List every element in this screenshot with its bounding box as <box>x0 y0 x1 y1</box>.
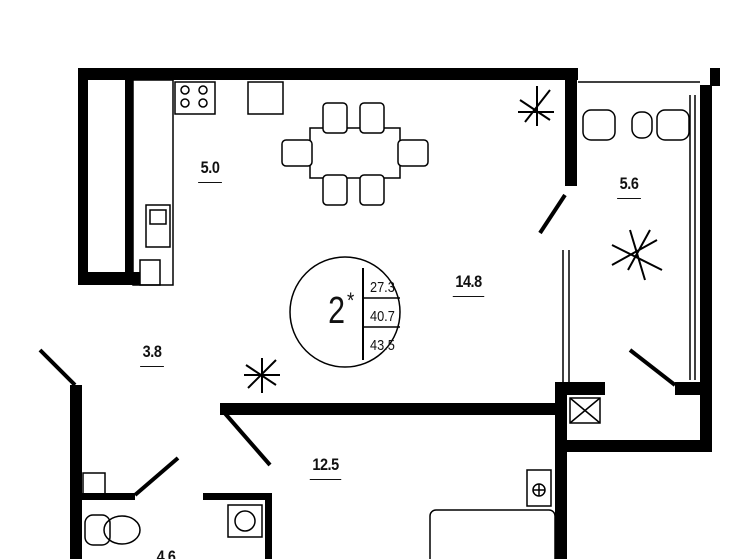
total-area: 40.7 <box>370 308 395 325</box>
kitchen-area-label: 5.0 <box>198 158 223 183</box>
living-area: 27.3 <box>370 279 395 296</box>
toilet-icon <box>84 514 111 546</box>
fridge-icon <box>247 81 284 115</box>
walls <box>70 68 720 559</box>
living-room-area-label: 14.8 <box>452 272 485 297</box>
bathroom-fixtures <box>84 469 556 559</box>
rooms-count: 2 <box>328 290 346 332</box>
bed-icon <box>429 509 556 559</box>
stove-icon <box>174 81 216 115</box>
shaft-icon <box>569 397 601 424</box>
total-area-with-balcony: 43.5 <box>370 337 395 354</box>
armchair-icon <box>656 109 690 141</box>
balcony-area-label: 5.6 <box>617 174 642 199</box>
balcony-furniture <box>582 109 690 141</box>
rooms-marker: * <box>347 288 355 313</box>
door-swings <box>38 193 677 497</box>
hallway-area-label: 3.8 <box>140 342 165 367</box>
bedroom-area-label: 12.5 <box>309 455 342 480</box>
plant-icons <box>244 86 663 393</box>
armchair-icon <box>582 109 616 141</box>
electrical-panel-icon <box>526 469 552 507</box>
kitchen-furniture <box>132 79 284 286</box>
washing-machine-icon <box>227 504 263 538</box>
area-badge <box>289 256 401 368</box>
sink-icon <box>145 204 171 248</box>
thin-lines <box>82 81 700 496</box>
dining-set-icon <box>281 102 429 206</box>
table-icon <box>631 111 653 139</box>
bathroom-area-label: 4.6 <box>154 547 178 559</box>
